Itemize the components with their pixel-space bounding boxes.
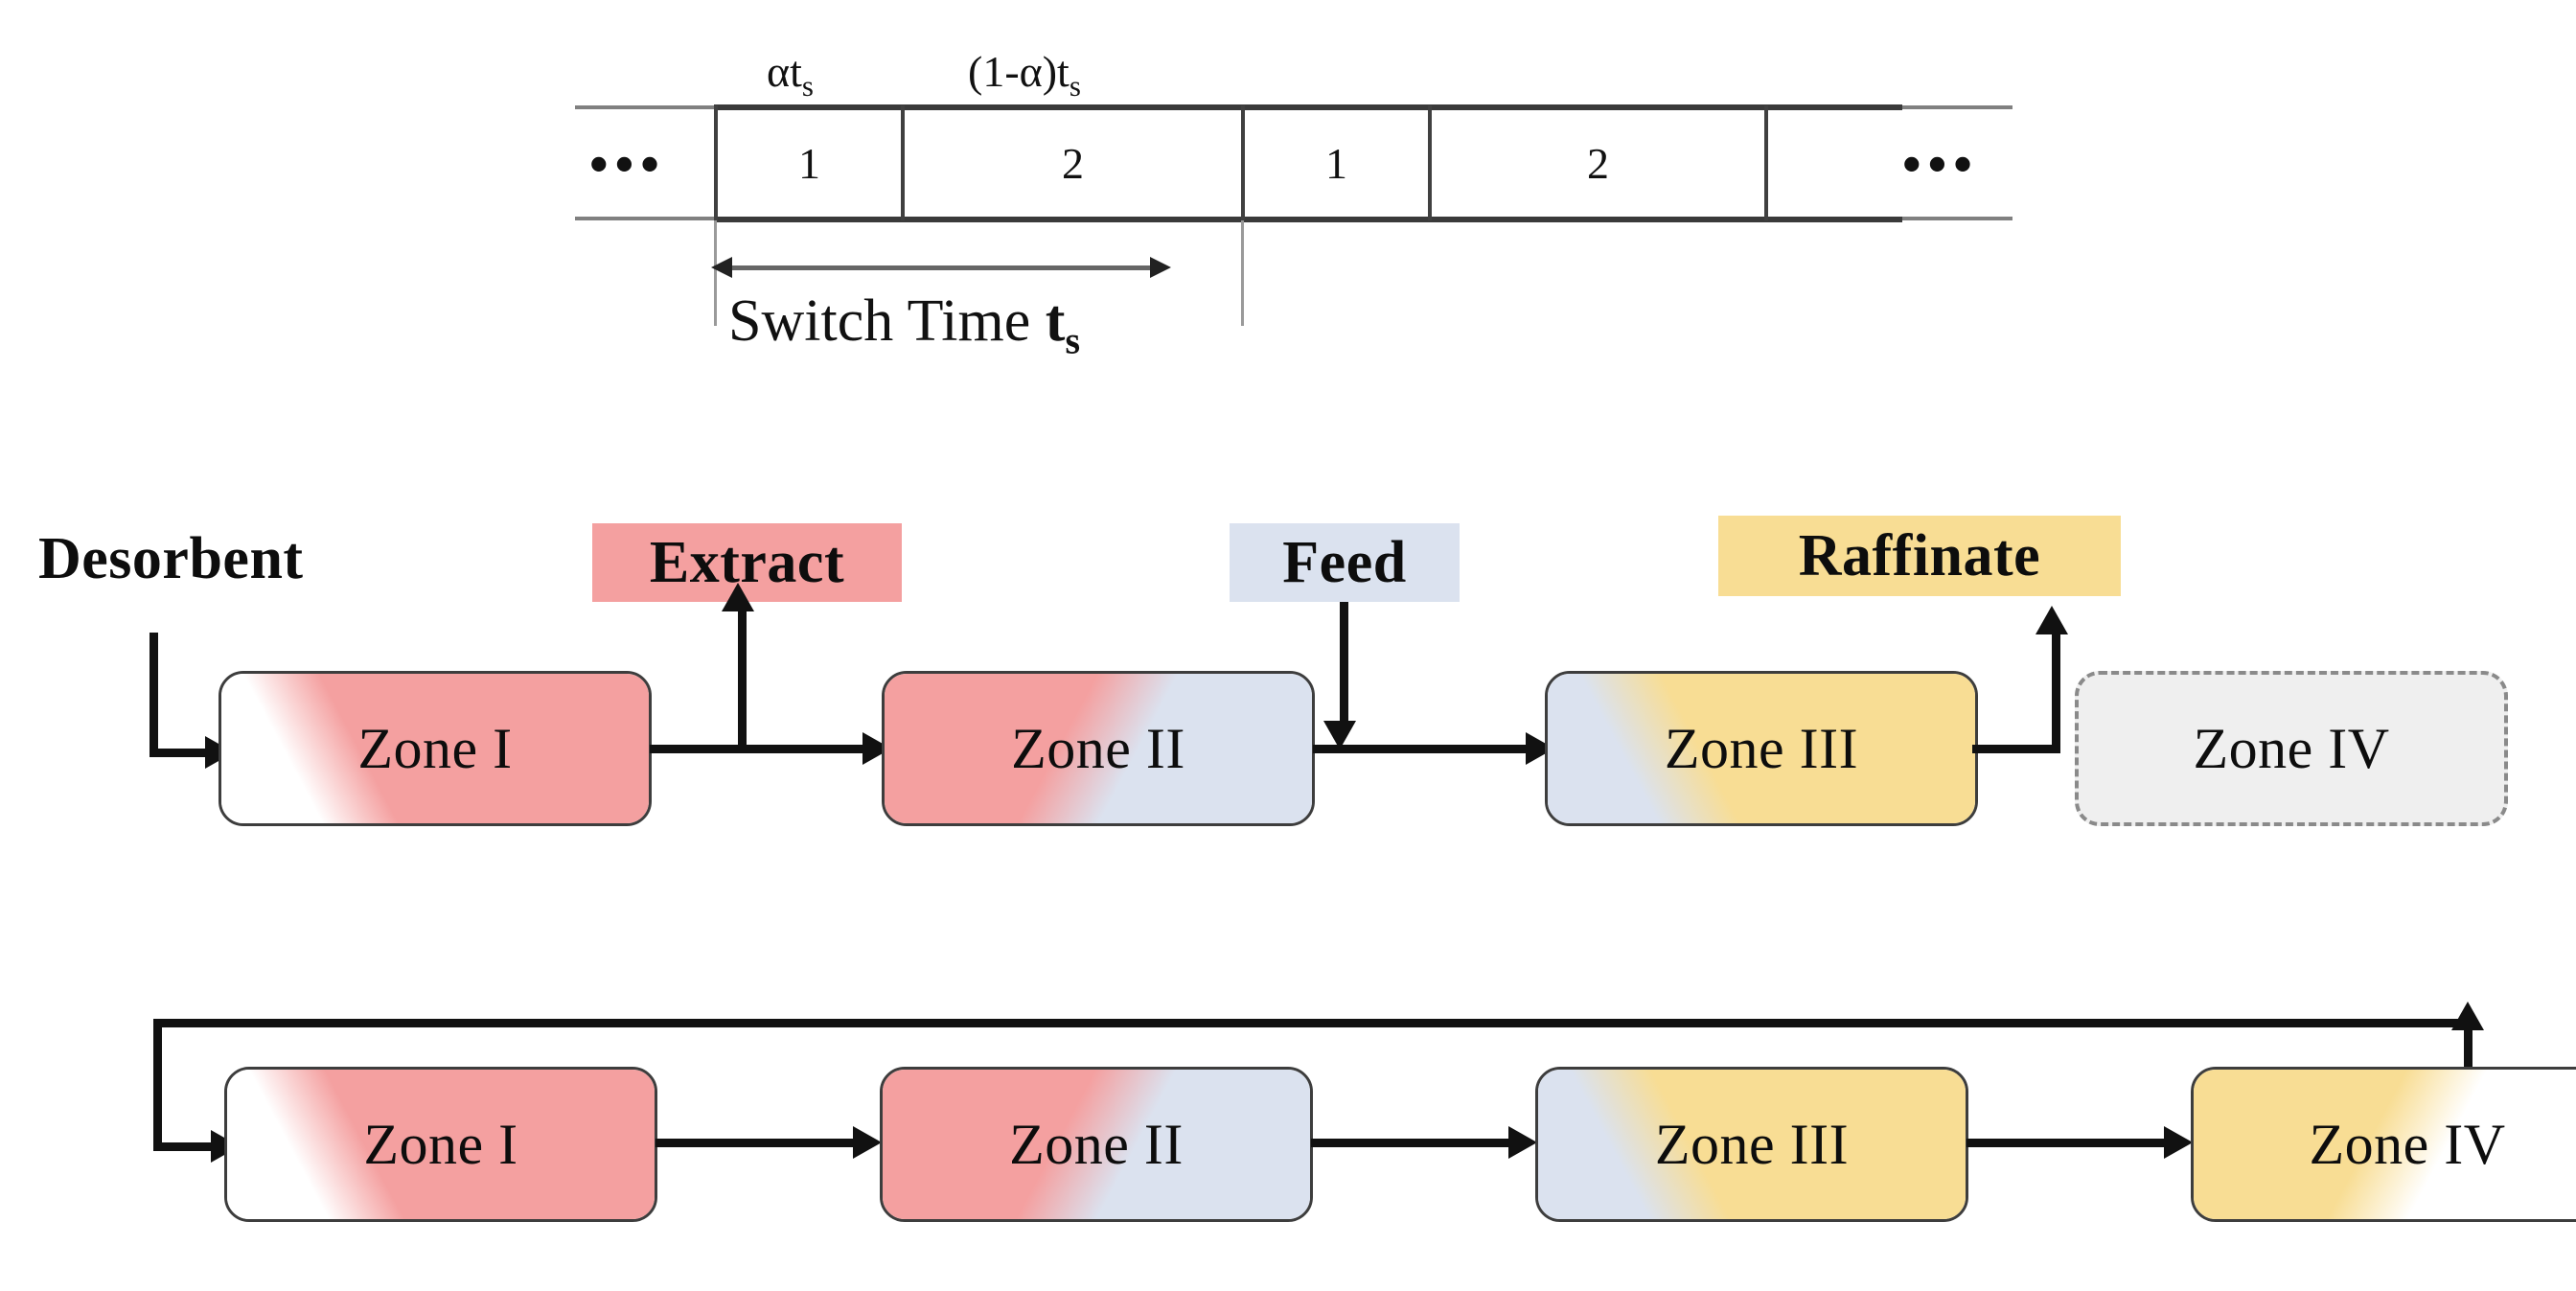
zone-label-middle-4: Zone IV — [2193, 716, 2390, 780]
zone-label-bottom-2: Zone II — [1009, 1112, 1184, 1176]
connector-bottom-1-2-arrowhead — [853, 1126, 882, 1159]
label-one-minus-alpha-ts: (1-α)ts — [968, 46, 1081, 104]
switch-time-arrow-line — [724, 265, 1158, 270]
zone-label-bottom-1: Zone I — [363, 1112, 518, 1176]
label-alpha-ts-text: αt — [767, 47, 802, 96]
switch-time-symbol: t — [1045, 288, 1066, 354]
zone-box-middle-2[interactable]: Zone II — [882, 671, 1315, 826]
timeline-cell-1[interactable]: 1 — [714, 105, 901, 220]
zone-fill-bottom-4 — [2194, 1070, 2576, 1219]
switch-time-caption-text: Switch Time — [728, 288, 1046, 354]
switch-time-arrowhead-right — [1150, 257, 1171, 278]
zone-label-middle-3: Zone III — [1664, 716, 1859, 780]
zone-box-bottom-2[interactable]: Zone II — [880, 1067, 1313, 1222]
timeline-cell-2[interactable]: 2 — [901, 105, 1241, 220]
switch-time-arrow — [711, 257, 1171, 278]
recycle-loop-top-rail — [153, 1019, 2472, 1027]
zone-label-middle-1: Zone I — [357, 716, 513, 780]
zone-fill-bottom-2 — [883, 1070, 1310, 1219]
recycle-loop-return-arrowhead — [2451, 1002, 2484, 1030]
stream-label-desorbent: Desorbent — [38, 525, 304, 591]
zone-box-bottom-4[interactable]: Zone IV — [2191, 1067, 2576, 1222]
zone-fill-middle-2 — [885, 674, 1312, 823]
zone-fill-middle-3 — [1548, 674, 1975, 823]
connector-bottom-3-4-arrowhead — [2164, 1126, 2193, 1159]
timeline-cell-4[interactable]: 2 — [1428, 105, 1768, 220]
feed-vline — [1340, 602, 1348, 726]
zone-box-bottom-1[interactable]: Zone I — [224, 1067, 657, 1222]
zone-box-bottom-3[interactable]: Zone III — [1535, 1067, 1968, 1222]
recycle-loop-left-vline — [153, 1019, 162, 1150]
timeline-top-rule-dark — [714, 104, 1902, 110]
raffinate-hline — [1972, 745, 2060, 753]
raffinate-vline — [2052, 633, 2060, 749]
timeline-bottom-rule-dark — [714, 217, 1902, 222]
recycle-loop-left-hline — [153, 1142, 213, 1151]
timeline-ellipsis-right: ••• — [1902, 135, 1979, 195]
timeline-cell-3[interactable]: 1 — [1241, 105, 1428, 220]
extract-vline — [738, 610, 747, 751]
timeline-ellipsis-left: ••• — [589, 135, 666, 195]
label-alpha-ts: αts — [767, 46, 814, 104]
switch-time-symbol-sub: s — [1065, 318, 1081, 362]
desorbent-feed-vline — [150, 633, 158, 757]
switch-timeline: ••• ••• 1 2 1 2 αts (1-α)ts — [575, 47, 2012, 326]
timeline-guide-tick-end — [1241, 220, 1244, 326]
connector-bottom-3-4 — [1966, 1139, 2174, 1147]
zone-label-bottom-3: Zone III — [1654, 1112, 1850, 1176]
stream-label-raffinate: Raffinate — [1718, 516, 2121, 596]
zone-box-middle-3[interactable]: Zone III — [1545, 671, 1978, 826]
stream-label-feed: Feed — [1230, 523, 1460, 602]
zone-fill-middle-1 — [221, 674, 649, 823]
zone-label-bottom-4: Zone IV — [2309, 1112, 2506, 1176]
connector-bottom-2-3-arrowhead — [1508, 1126, 1537, 1159]
connector-middle-1-2 — [650, 745, 872, 753]
connector-bottom-2-3 — [1311, 1139, 1518, 1147]
zone-fill-bottom-1 — [227, 1070, 655, 1219]
connector-middle-2-3 — [1313, 745, 1535, 753]
raffinate-arrowhead — [2036, 606, 2068, 634]
label-one-minus-alpha-ts-text: (1-α)t — [968, 47, 1070, 96]
switch-time-arrowhead-left — [711, 257, 732, 278]
connector-bottom-1-2 — [656, 1139, 862, 1147]
timeline-cells: 1 2 1 2 — [714, 105, 1768, 220]
zone-label-middle-2: Zone II — [1011, 716, 1185, 780]
label-one-minus-alpha-ts-sub: s — [1069, 69, 1081, 104]
zone-fill-bottom-3 — [1538, 1070, 1966, 1219]
label-alpha-ts-sub: s — [801, 69, 814, 104]
switch-time-caption: Switch Time ts — [728, 288, 1080, 362]
zone-box-middle-4[interactable]: Zone IV — [2075, 671, 2508, 826]
desorbent-feed-hline — [150, 749, 207, 757]
zone-box-middle-1[interactable]: Zone I — [218, 671, 652, 826]
extract-arrowhead — [722, 583, 754, 611]
